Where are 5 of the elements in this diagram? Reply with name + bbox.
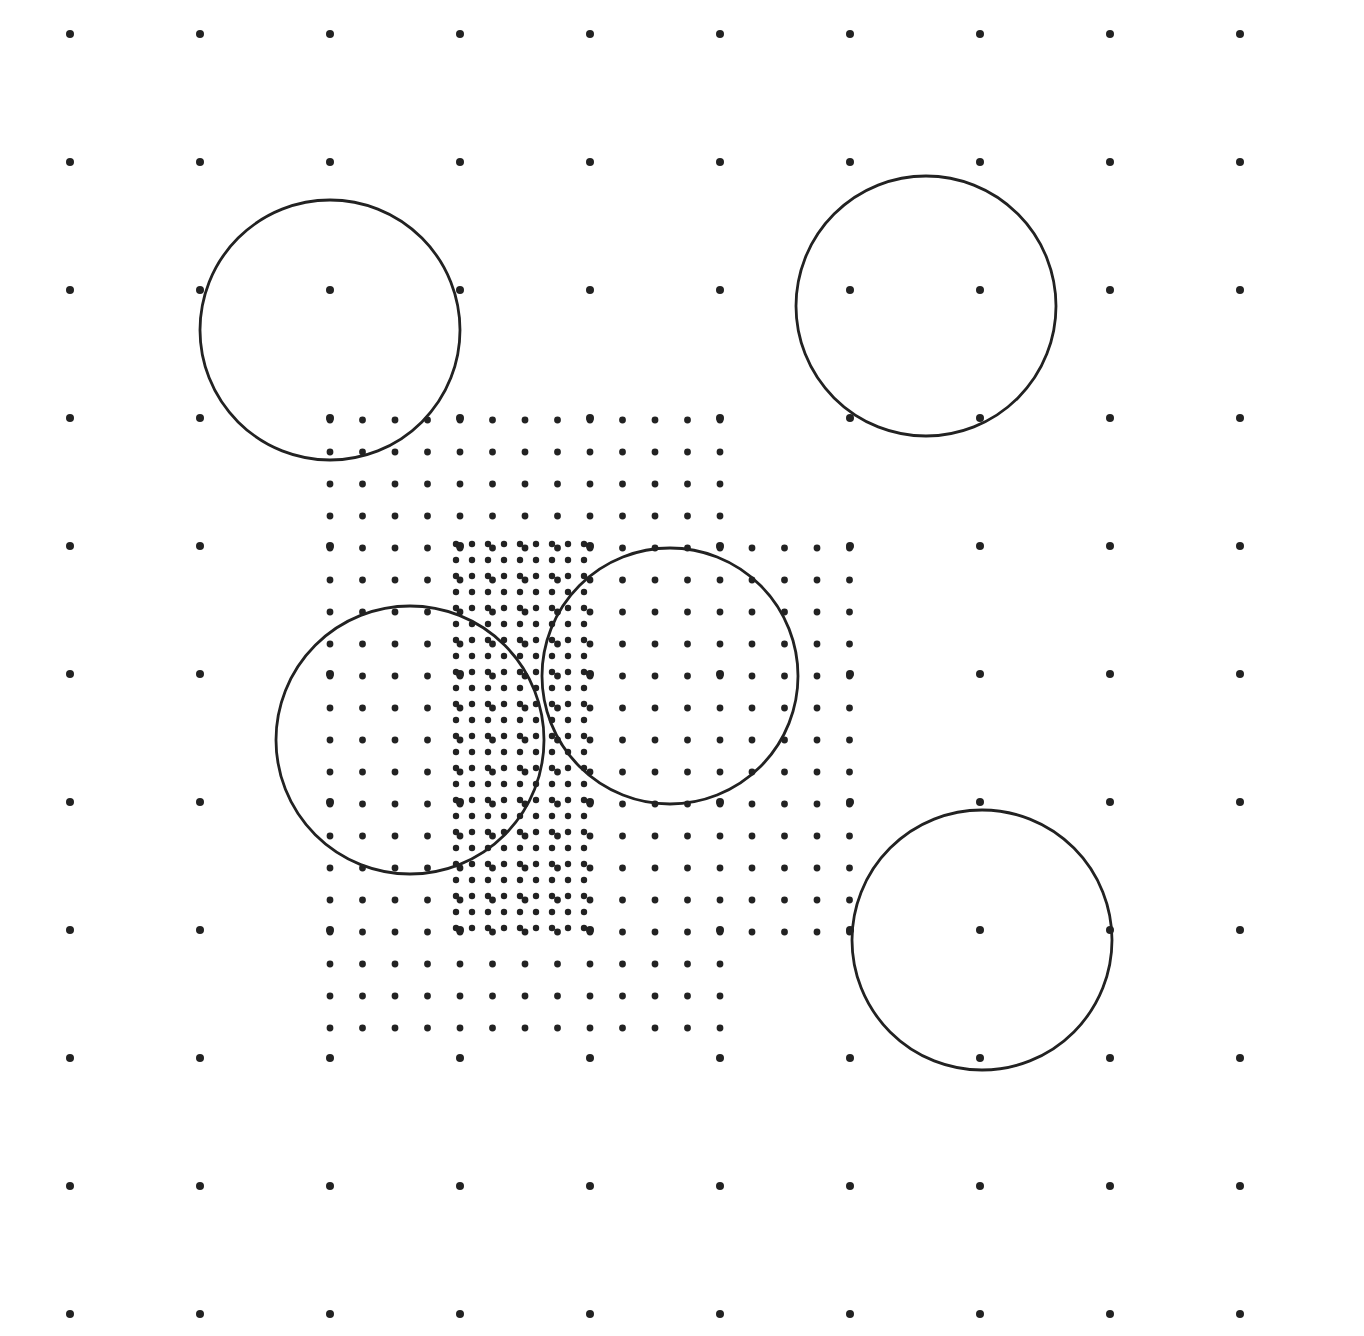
- circle-outline: [540, 546, 800, 806]
- circle-outline: [274, 604, 546, 876]
- circle-outline: [794, 174, 1058, 438]
- circle-outline: [850, 808, 1114, 1072]
- circle-outline: [198, 198, 462, 462]
